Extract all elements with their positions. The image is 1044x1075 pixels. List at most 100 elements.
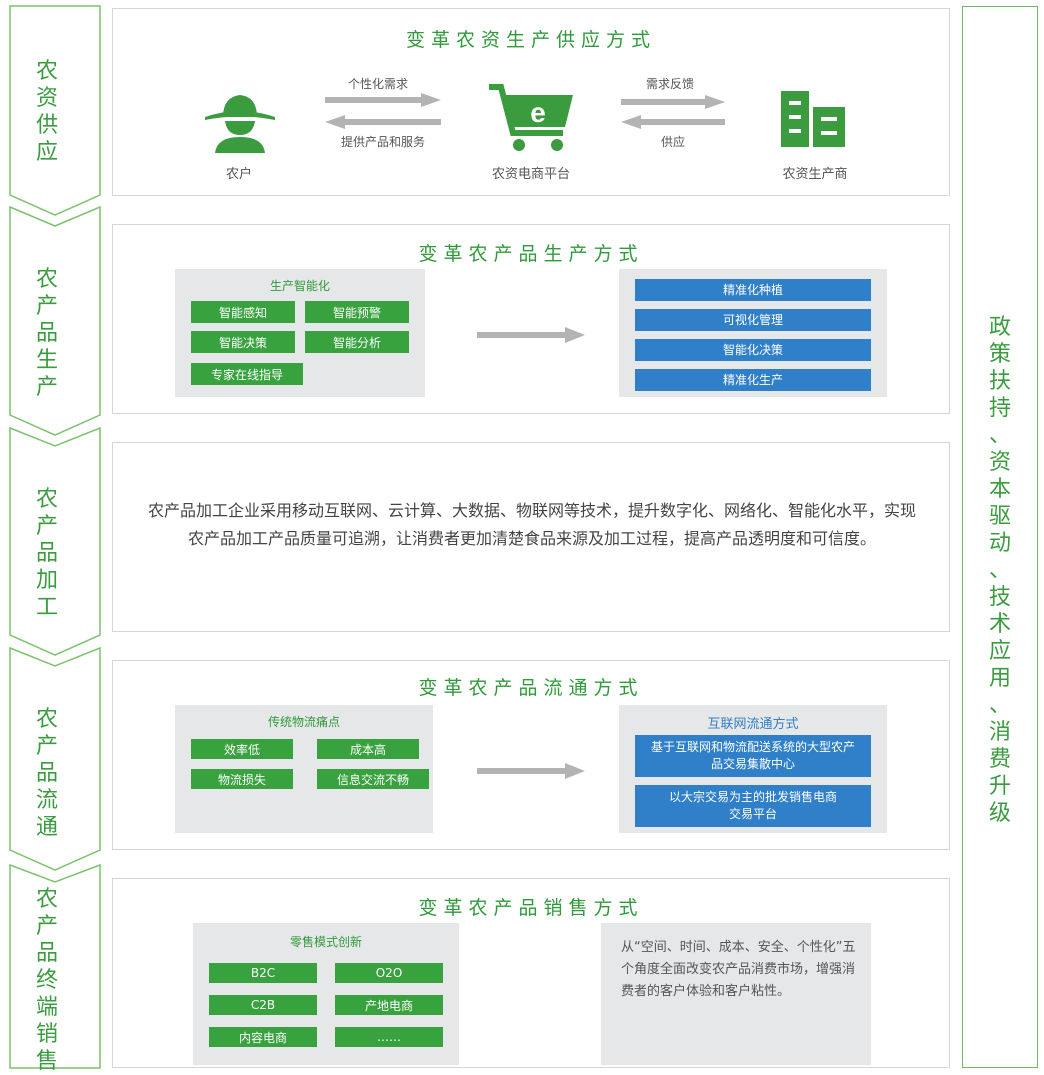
tag-logistics-loss: 物流损失 — [191, 769, 293, 789]
tag-wholesale-platform: 以大宗交易为主的批发销售电商交易平台 — [635, 785, 871, 827]
vertical-char: 持 — [988, 396, 1011, 421]
vertical-char: 升 — [988, 774, 1011, 799]
arrow-right-icon — [621, 95, 725, 109]
tag-origin-ecommerce: 产地电商 — [335, 995, 443, 1015]
arrow-right-icon — [477, 763, 585, 779]
tag-o2o: O2O — [335, 963, 443, 983]
right-driver-label: 政策扶持、资本驱动、技术应用、消费升级 — [962, 314, 1038, 827]
vertical-char: 农 — [35, 887, 58, 912]
tag-expert-guidance: 专家在线指导 — [191, 363, 303, 385]
processing-text: 农产品加工企业采用移动互联网、云计算、大数据、物联网等技术，提升数字化、网络化、… — [147, 501, 916, 548]
sales-left-box: 零售模式创新 B2C O2O C2B 产地电商 内容电商 …… — [193, 923, 459, 1065]
vertical-char: 销 — [35, 1022, 58, 1047]
vertical-char: 资 — [988, 450, 1011, 475]
shopping-cart-e-icon: e — [489, 84, 573, 151]
sales-left-title: 零售模式创新 — [289, 935, 362, 949]
arrow-label-demand: 个性化需求 — [347, 77, 408, 91]
tag-c2b: C2B — [209, 995, 317, 1015]
stage-label-production: 农产品生产 — [14, 266, 80, 401]
right-driver-column — [962, 6, 1038, 1068]
production-panel: 变革农产品生产方式 生产智能化 智能感知 智能预警 智能决策 智能分析 专家在线… — [112, 224, 950, 414]
vertical-char: 消 — [988, 720, 1011, 745]
vertical-char: 品 — [35, 321, 58, 346]
vertical-char: 应 — [988, 639, 1011, 664]
vertical-char: 、 — [988, 558, 1011, 583]
circulation-right-title: 互联网流通方式 — [707, 717, 799, 732]
circulation-left-title: 传统物流痛点 — [267, 715, 340, 729]
circulation-right-box: 互联网流通方式 基于互联网和物流配送系统的大型农产品交易集散中心 以大宗交易为主… — [619, 705, 887, 833]
stage-label-sales: 农产品终端销售 — [14, 886, 80, 1075]
arrow-left-icon — [621, 115, 725, 129]
stage-chevron-2 — [9, 205, 101, 436]
tag-high-cost: 成本高 — [317, 739, 419, 759]
circulation-panel: 变革农产品流通方式 传统物流痛点 效率低 成本高 物流损失 信息交流不畅 互联网… — [112, 660, 950, 850]
stage-chevron-3 — [9, 426, 101, 656]
sales-right-text: 从“空间、时间、成本、安全、个性化”五个角度全面改变农产品消费市场，增强消费者的… — [621, 940, 856, 999]
vertical-char: 生 — [35, 348, 58, 373]
vertical-char: 端 — [35, 995, 58, 1020]
tag-smart-analysis: 智能分析 — [305, 331, 409, 353]
arrow-right-icon — [325, 93, 441, 107]
vertical-char: 级 — [988, 801, 1011, 826]
vertical-char: 产 — [35, 375, 58, 400]
vertical-char: 扶 — [988, 369, 1011, 394]
vertical-char: 本 — [988, 477, 1011, 502]
vertical-char: 应 — [35, 140, 58, 165]
arrow-right-icon — [477, 327, 585, 343]
stage-label-circulation: 农产品流通 — [14, 706, 80, 841]
vertical-char: 供 — [35, 113, 58, 138]
tag-content-ecommerce: 内容电商 — [209, 1027, 317, 1047]
tag-precision-planting: 精准化种植 — [635, 279, 871, 301]
vertical-char: 费 — [988, 747, 1011, 772]
tag-precision-production: 精准化生产 — [635, 369, 871, 391]
stage-label-supply: 农资供应 — [14, 58, 80, 166]
circulation-title: 变革农产品流通方式 — [418, 677, 644, 699]
node-platform-label: 农资电商平台 — [491, 167, 570, 182]
supply-panel: 变革农资生产供应方式 农户 e 农资电商平台 农资生产商 个性化需求 提供产品和… — [112, 8, 950, 196]
vertical-char: 售 — [35, 1049, 58, 1074]
tag-b2c: B2C — [209, 963, 317, 983]
vertical-char: 农 — [35, 59, 58, 84]
tag-intelligent-decision: 智能化决策 — [635, 339, 871, 361]
stage-chevron-5 — [9, 863, 101, 1069]
sales-panel: 变革农产品销售方式 零售模式创新 B2C O2O C2B 产地电商 内容电商 …… — [112, 878, 950, 1068]
vertical-char: 农 — [35, 267, 58, 292]
vertical-char: 产 — [35, 914, 58, 939]
production-left-title: 生产智能化 — [269, 279, 330, 293]
vertical-char: 流 — [35, 788, 58, 813]
vertical-char: 政 — [988, 315, 1011, 340]
tag-smart-decision: 智能决策 — [191, 331, 295, 353]
tag-smart-warning: 智能预警 — [305, 301, 409, 323]
vertical-char: 、 — [988, 693, 1011, 718]
svg-text:e: e — [530, 97, 546, 128]
arrow-label-feedback: 需求反馈 — [645, 77, 694, 91]
stage-chevrons — [9, 5, 101, 1069]
processing-panel: 农产品加工企业采用移动互联网、云计算、大数据、物联网等技术，提升数字化、网络化、… — [112, 442, 950, 632]
stage-chevron-1 — [9, 5, 101, 216]
vertical-char: 驱 — [988, 504, 1011, 529]
vertical-char: 、 — [988, 423, 1011, 448]
arrow-label-supply: 供应 — [660, 135, 685, 149]
vertical-char: 资 — [35, 86, 58, 111]
vertical-char: 产 — [35, 514, 58, 539]
circulation-left-box: 传统物流痛点 效率低 成本高 物流损失 信息交流不畅 — [175, 705, 433, 833]
vertical-char: 术 — [988, 612, 1011, 637]
vertical-char: 通 — [35, 815, 58, 840]
vertical-char: 工 — [35, 595, 58, 620]
factory-building-icon — [781, 91, 845, 147]
vertical-char: 农 — [35, 487, 58, 512]
vertical-char: 终 — [35, 968, 58, 993]
vertical-char: 技 — [988, 585, 1011, 610]
stage-chevron-4 — [9, 646, 101, 871]
vertical-char: 用 — [988, 666, 1011, 691]
production-left-box: 生产智能化 智能感知 智能预警 智能决策 智能分析 专家在线指导 — [175, 269, 425, 397]
sales-title: 变革农产品销售方式 — [418, 897, 644, 919]
tag-smart-sensing: 智能感知 — [191, 301, 295, 323]
arrow-left-icon — [325, 115, 441, 129]
arrow-label-service: 提供产品和服务 — [340, 135, 425, 149]
supply-title: 变革农资生产供应方式 — [405, 29, 656, 51]
node-producer-label: 农资生产商 — [782, 167, 848, 182]
vertical-char: 产 — [35, 294, 58, 319]
vertical-char: 品 — [35, 941, 58, 966]
vertical-char: 产 — [35, 734, 58, 759]
